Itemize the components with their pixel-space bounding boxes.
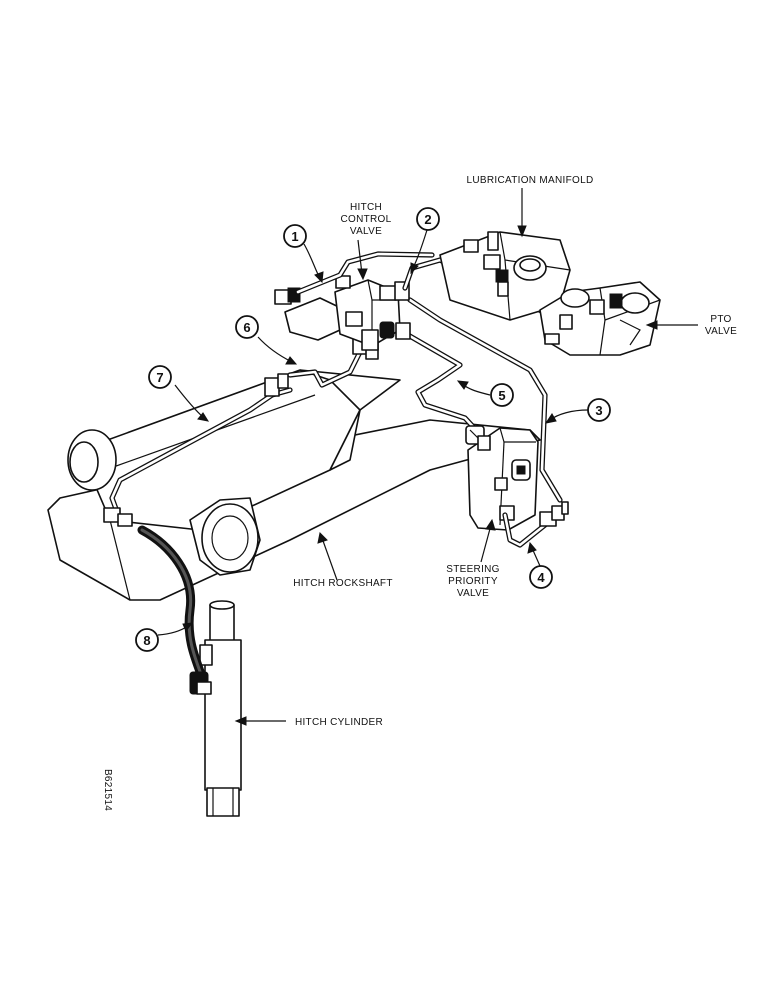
callout-6: 6 (235, 315, 259, 339)
svg-text:6: 6 (243, 320, 250, 335)
pto-valve (539, 281, 661, 356)
callout-8: 8 (135, 628, 159, 652)
label-pto-valve: PTO VALVE (705, 314, 737, 337)
svg-text:CONTROL: CONTROL (341, 214, 392, 225)
leader-lines (157, 188, 698, 726)
svg-text:4: 4 (537, 570, 545, 585)
svg-text:2: 2 (424, 212, 431, 227)
callout-2: 2 (416, 207, 440, 231)
svg-text:VALVE: VALVE (457, 588, 489, 599)
callout-7: 7 (148, 365, 172, 389)
svg-text:PTO: PTO (710, 314, 731, 325)
tube-3 (407, 297, 563, 503)
svg-text:PRIORITY: PRIORITY (448, 576, 498, 587)
svg-text:7: 7 (156, 370, 163, 385)
svg-text:1: 1 (291, 229, 298, 244)
label-hitch-control-valve: HITCH CONTROL VALVE (341, 202, 392, 237)
svg-text:HITCH: HITCH (350, 202, 382, 213)
hose-8 (137, 525, 212, 695)
figure-code: B621514 (102, 769, 113, 811)
hitch-cylinder (199, 600, 242, 817)
steering-priority-valve (465, 425, 539, 531)
tube-5 (405, 332, 481, 435)
svg-text:VALVE: VALVE (350, 226, 382, 237)
label-hitch-cylinder: HITCH CYLINDER (295, 717, 383, 728)
svg-text:3: 3 (595, 403, 602, 418)
svg-text:5: 5 (498, 388, 505, 403)
svg-text:STEERING: STEERING (446, 564, 500, 575)
lubrication-manifold (439, 231, 571, 321)
label-hitch-rockshaft: HITCH ROCKSHAFT (293, 578, 393, 589)
svg-text:VALVE: VALVE (705, 326, 737, 337)
callout-4: 4 (529, 565, 553, 589)
hitch-control-valve (274, 275, 411, 351)
tube-6 (287, 337, 379, 388)
callout-5: 5 (490, 383, 514, 407)
tube-7 (103, 373, 293, 527)
svg-text:8: 8 (143, 633, 150, 648)
tube-4 (502, 501, 569, 548)
callout-3: 3 (587, 398, 611, 422)
tube-1 (295, 251, 435, 295)
callout-1: 1 (283, 224, 307, 248)
label-steering-priority-valve: STEERING PRIORITY VALVE (446, 564, 500, 599)
label-lubrication-manifold: LUBRICATION MANIFOLD (467, 175, 594, 186)
